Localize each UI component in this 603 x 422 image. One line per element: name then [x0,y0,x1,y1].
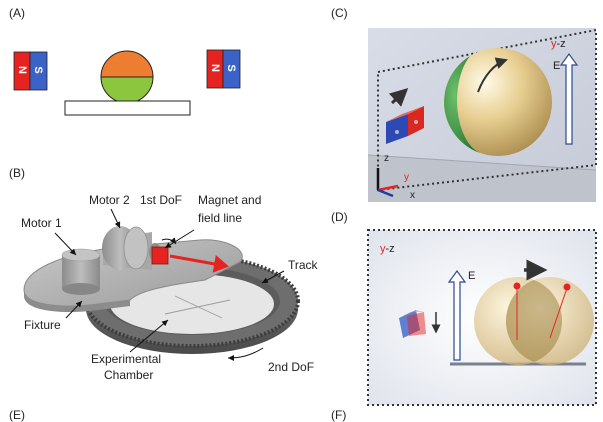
substrate [64,100,191,116]
track-label: Track [288,258,318,272]
motor-1 [61,248,101,295]
magnet-label-line2: field line [198,211,243,225]
sphere-overlap-lens [505,280,563,362]
dof2-arc [227,347,264,361]
plane-label-c: y-z [551,38,566,50]
dof1-arc [161,237,177,245]
mini-magnet-tilt [399,310,426,338]
e-field-label-c: E [553,60,561,72]
dof1-label: 1st DoF [140,193,183,207]
plane-y-d: y [380,243,386,255]
panel-c-label: (C) [331,6,348,20]
axis-y-label: y [404,172,409,183]
chamber-label-line2: Chamber [104,368,154,382]
panel-a-label: (A) [9,6,25,20]
motor-2 [102,226,161,270]
field-line-arrow [169,254,229,273]
panel-d-label: (D) [331,210,348,224]
axis-x-label: x [410,190,415,201]
motor2-label: Motor 2 [89,193,130,207]
janus-top-hemisphere [100,50,154,78]
motor1-label: Motor 1 [21,216,62,230]
sphere [444,48,552,156]
plane-label-d: y-z [380,243,395,255]
plane-y-c: y [551,38,557,50]
dashed-plane [377,28,597,192]
chamber-label-line1: Experimental [91,352,162,366]
left-magnet-south [29,51,48,91]
right-magnet-south [222,49,241,89]
plane-z-c: -z [556,38,566,50]
axis-z-label: z [384,153,389,164]
magnet-label-line1: Magnet and [198,193,262,207]
e-field-label-d: E [468,270,476,282]
sphere-green-cap [444,56,480,153]
dof2-label: 2nd DoF [268,360,315,374]
panel-b-label: (B) [9,166,25,180]
magnet-block [151,246,169,265]
e-field-arrow-c [559,52,579,145]
e-field-arrow-d [447,269,467,361]
fixture-label: Fixture [24,318,61,332]
plane-z-d: -z [385,243,395,255]
mini-magnet-cube [386,106,424,144]
